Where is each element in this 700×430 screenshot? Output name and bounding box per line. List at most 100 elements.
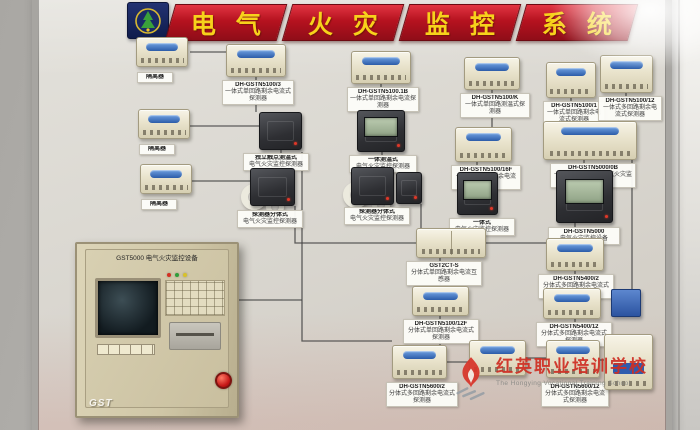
device-label: 隔离器 xyxy=(137,72,173,83)
device-dark xyxy=(396,172,422,204)
status-led xyxy=(294,142,297,145)
terminal-strip xyxy=(416,307,465,312)
device-dark xyxy=(351,167,394,205)
blue-label-strip xyxy=(554,294,590,302)
blue-label-strip xyxy=(555,68,587,76)
device-beige xyxy=(464,57,520,90)
blue-label-strip xyxy=(479,346,516,354)
printer-slot xyxy=(169,322,221,350)
blue-label-strip xyxy=(474,63,510,71)
terminal-strip xyxy=(547,310,597,315)
device-beige xyxy=(412,286,469,316)
terminal-strip xyxy=(459,153,508,158)
blue-label-strip xyxy=(556,346,590,354)
terminal-strip xyxy=(142,130,186,135)
watermark-text: 红英职业培训学校 The Hongying Vocational Trainin… xyxy=(496,355,648,387)
device-beige xyxy=(416,228,486,258)
device-label: 隔离器 xyxy=(141,199,177,210)
device-label: 探测器分体式电气火灾监控探测器 xyxy=(237,210,303,228)
blue-label-strip xyxy=(422,292,459,300)
blue-label-strip xyxy=(362,57,400,65)
blue-label-strip xyxy=(557,244,593,252)
module-divider xyxy=(451,231,452,255)
blue-label-strip xyxy=(237,50,275,58)
device-dark xyxy=(357,110,405,152)
device-beige xyxy=(351,51,411,84)
brand-logo: GST xyxy=(89,398,113,409)
terminal-strip xyxy=(473,367,522,372)
terminal-strip xyxy=(421,249,481,254)
emblem-icon xyxy=(135,7,161,34)
blue-label-strip xyxy=(465,133,502,141)
terminal-strip xyxy=(608,381,649,386)
monitor-cabinet: GST5000 电气火灾监控设备 GST xyxy=(75,242,239,418)
flame-logo-icon xyxy=(456,357,485,401)
device-label: 隔离器 xyxy=(139,144,175,155)
device-beige xyxy=(546,238,604,271)
device-beige xyxy=(546,340,600,378)
device-dark xyxy=(250,168,295,206)
device-isolator xyxy=(138,109,190,139)
device-beige xyxy=(392,345,447,379)
status-led xyxy=(386,197,389,200)
terminal-strip xyxy=(396,370,443,375)
cabinet-keypad xyxy=(165,280,225,316)
power-led xyxy=(175,273,179,277)
watermark-cn: 红英职业培训学校 xyxy=(496,357,648,376)
device-isolator xyxy=(140,164,192,194)
lcd-screen xyxy=(564,179,605,204)
status-led xyxy=(490,207,493,210)
terminal-strip xyxy=(356,75,406,80)
lcd-screen xyxy=(364,117,398,137)
device-beige xyxy=(455,127,512,162)
status-led xyxy=(287,198,290,201)
terminal-strip xyxy=(550,89,592,94)
alarm-led xyxy=(167,273,171,277)
terminal-strip xyxy=(144,185,188,190)
status-led xyxy=(605,215,608,218)
cabinet-title: GST5000 电气火灾监控设备 xyxy=(116,255,198,262)
school-emblem xyxy=(127,2,169,39)
device-label: 探测器分体式电气火灾监控探测器 xyxy=(344,207,410,225)
terminal-strip xyxy=(231,68,281,73)
terminal-strip xyxy=(468,81,516,86)
blue-label-strip xyxy=(402,351,437,359)
terminal-strip xyxy=(550,369,596,374)
device-dark xyxy=(457,172,498,215)
blue-label-strip xyxy=(150,170,182,178)
device-beige xyxy=(604,334,653,390)
device-beige xyxy=(226,44,286,77)
blue-label-strip xyxy=(146,43,178,51)
device-beige xyxy=(543,121,637,160)
device-beige xyxy=(546,62,596,98)
terminal-strip xyxy=(140,58,184,63)
function-buttons xyxy=(97,344,155,355)
alarm-button-icon xyxy=(215,372,232,389)
blue-tag xyxy=(613,363,644,375)
device-isolator xyxy=(136,37,188,67)
status-led xyxy=(414,196,417,199)
status-led xyxy=(397,144,400,147)
terminal-strip xyxy=(550,151,630,156)
cabinet-display xyxy=(95,278,161,338)
watermark: 红英职业培训学校 The Hongying Vocational Trainin… xyxy=(452,355,664,401)
wall-tile-seam xyxy=(678,0,680,430)
device-beige xyxy=(600,55,653,93)
watermark-en: The Hongying Vocational Training School xyxy=(496,379,631,387)
blue-label-strip xyxy=(560,127,620,135)
device-blue xyxy=(611,289,641,317)
lcd-screen xyxy=(463,179,492,200)
blue-label-strip xyxy=(148,115,180,123)
device-beige xyxy=(543,288,601,319)
device-dark xyxy=(259,112,302,150)
